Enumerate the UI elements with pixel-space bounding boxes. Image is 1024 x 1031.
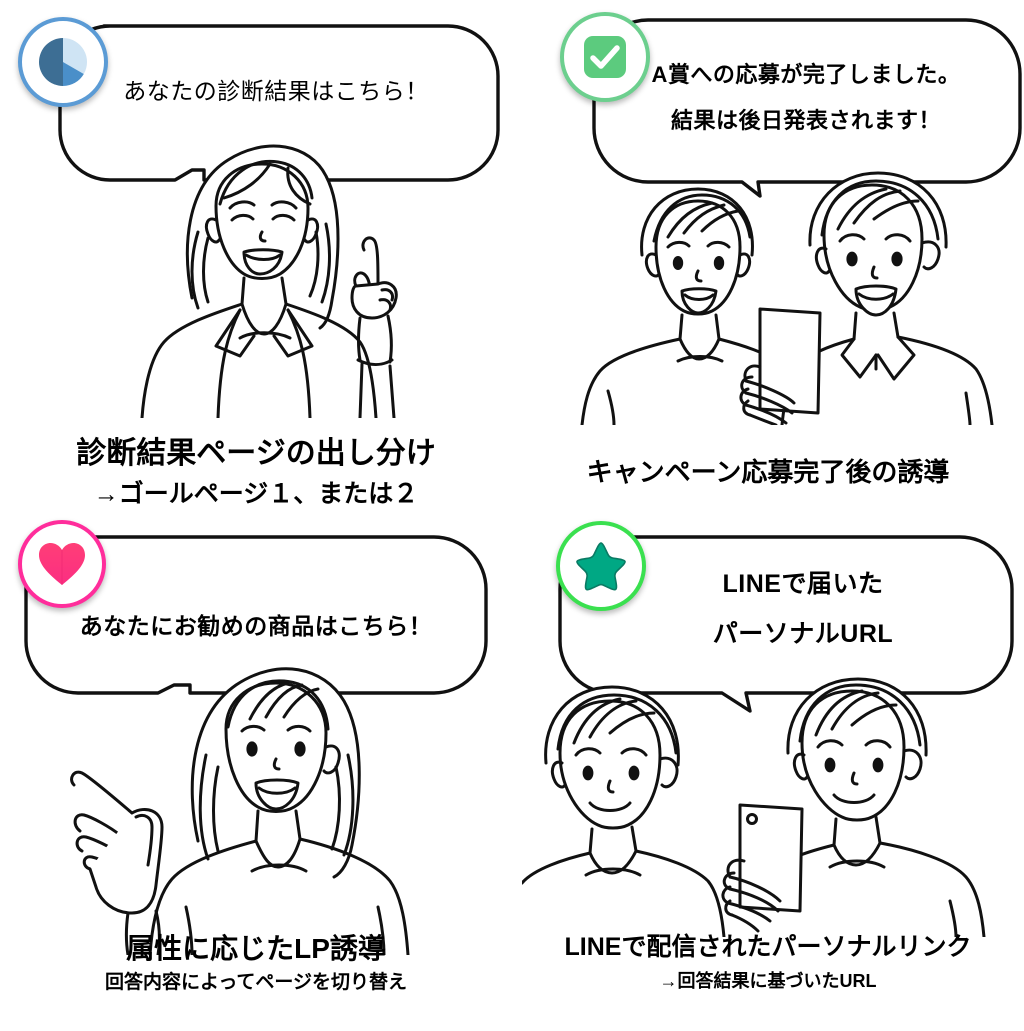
caption-main: キャンペーン応募完了後の誘導 bbox=[586, 457, 950, 487]
pie-chart-icon bbox=[18, 17, 108, 107]
caption-main: LINEで配信されたパーソナルリンク bbox=[564, 933, 972, 961]
caption-sub: 回答内容によってページを切り替え bbox=[104, 972, 408, 993]
speech-bubble: あなたにお勧めの商品はこちら！ bbox=[22, 533, 490, 703]
woman-in-blazer-pointing-up-illustration bbox=[120, 128, 420, 418]
bubble-line-2: 結果は後日発表されます！ bbox=[670, 108, 941, 133]
caption-sub: →ゴールページ１、または２ bbox=[93, 480, 419, 508]
speech-bubble: LINEで届いた パーソナルURL bbox=[556, 533, 1016, 713]
caption-main: 属性に応じたLP誘導 bbox=[126, 933, 386, 964]
caption-sub: →回答結果に基づいたURL bbox=[659, 971, 877, 991]
speech-bubble: A賞への応募が完了しました。 結果は後日発表されます！ bbox=[590, 16, 1022, 198]
star-glyph bbox=[576, 542, 626, 591]
star-icon bbox=[556, 521, 646, 611]
bubble-line-1: LINEで届いた bbox=[722, 570, 884, 598]
panel-line: LINEで届いた パーソナルURL bbox=[512, 515, 1024, 1031]
heart-glyph bbox=[39, 543, 85, 585]
bubble-line-1: あなたにお勧めの商品はこちら！ bbox=[79, 613, 433, 639]
bubble-line-1: あなたの診断結果はこちら！ bbox=[123, 78, 429, 104]
bubble-line-1: A賞への応募が完了しました。 bbox=[651, 62, 961, 87]
bubble-line-2: パーソナルURL bbox=[712, 620, 894, 648]
panel-campaign: A賞への応募が完了しました。 結果は後日発表されます！ bbox=[512, 0, 1024, 515]
two-men-with-smartphone-illustration bbox=[542, 155, 1012, 425]
caption-main: 診断結果ページの出し分け bbox=[76, 437, 436, 470]
two-people-with-smartphone-illustration bbox=[522, 657, 1012, 937]
panel-diagnosis: あなたの診断結果はこちら！ bbox=[0, 0, 512, 515]
pie-chart-glyph bbox=[39, 37, 88, 86]
panel-recommend: あなたにお勧めの商品はこちら！ bbox=[0, 515, 512, 1031]
speech-bubble: あなたの診断結果はこちら！ bbox=[52, 22, 500, 192]
check-square-glyph bbox=[584, 36, 626, 78]
woman-pointing-left-illustration bbox=[70, 655, 450, 955]
check-square-icon bbox=[560, 12, 650, 102]
heart-icon bbox=[18, 520, 106, 608]
